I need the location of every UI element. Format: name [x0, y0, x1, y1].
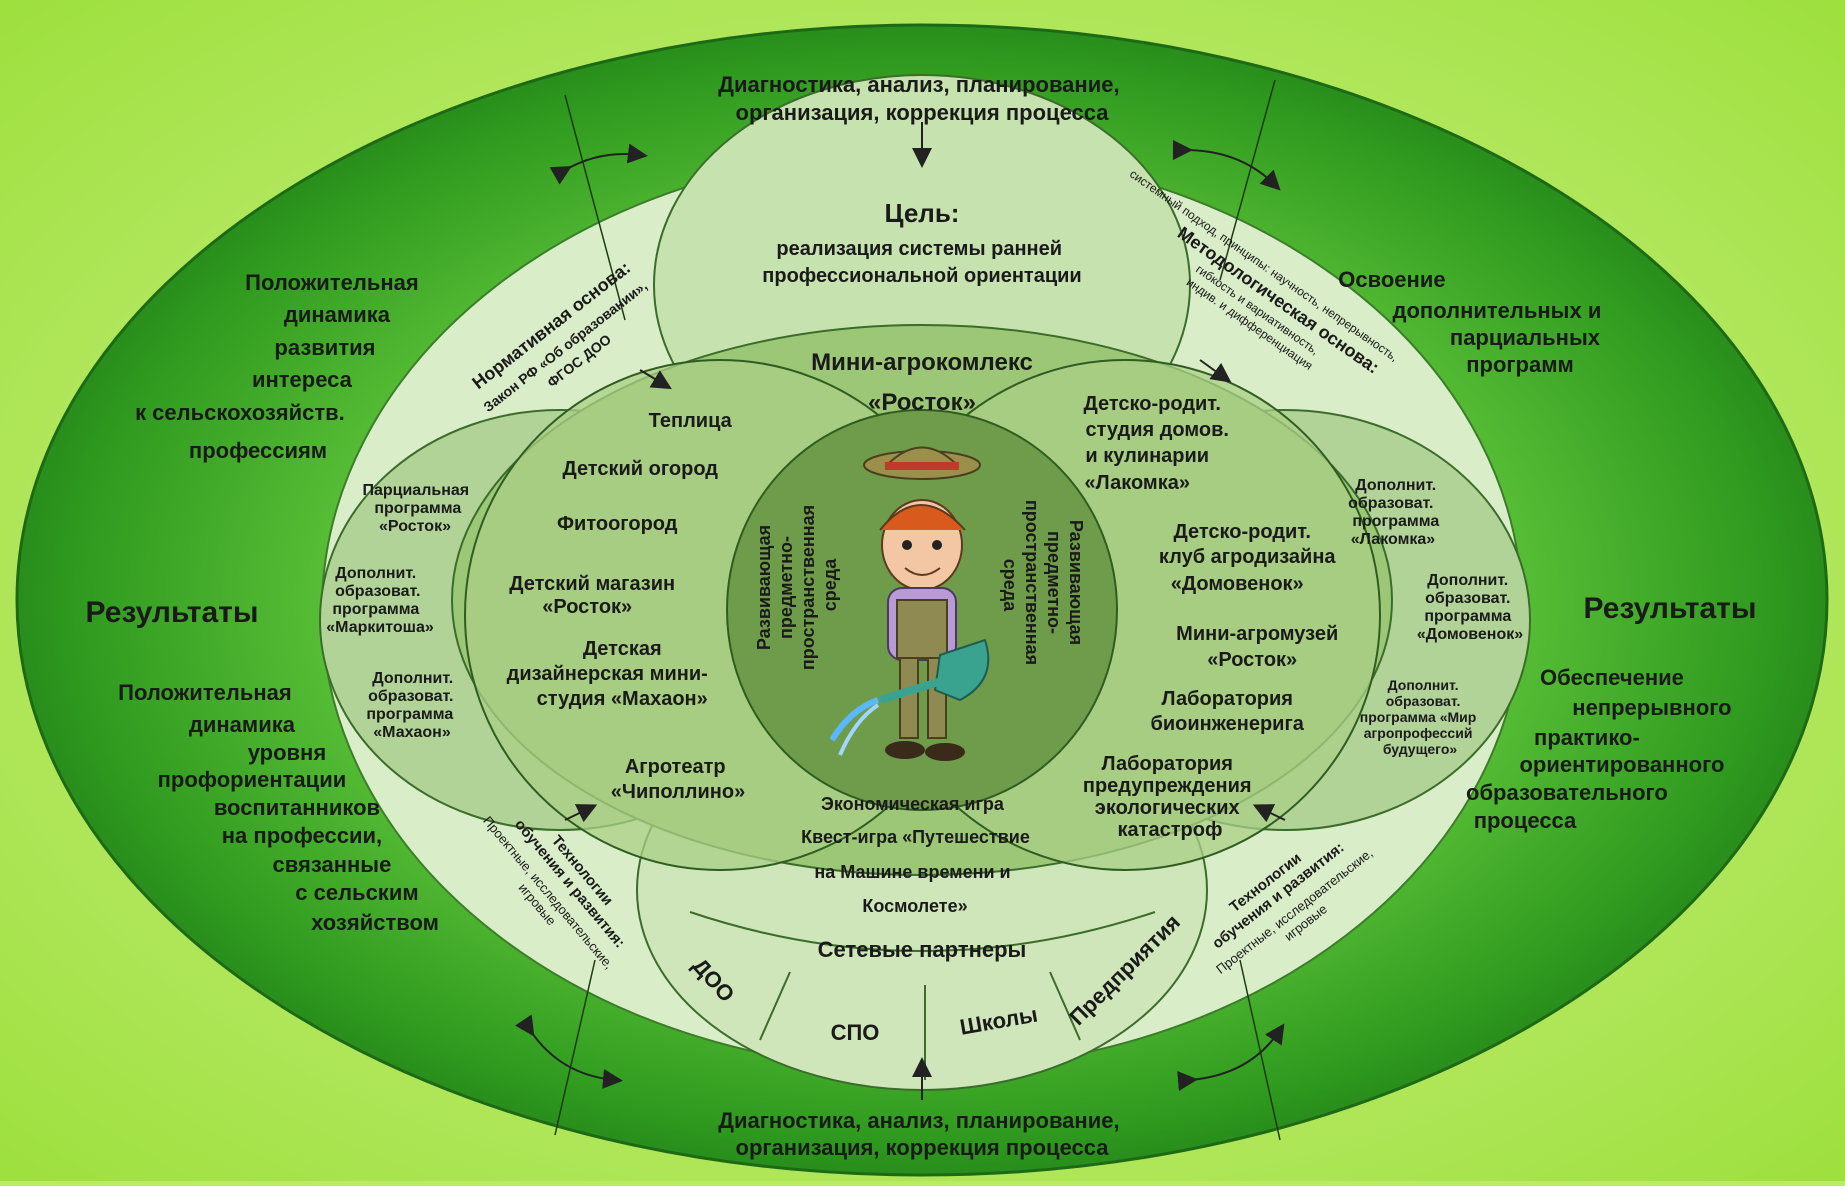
right-results-title: Результаты	[1584, 592, 1757, 625]
right-program-2: Дополнит. образоват. программа «Домовено…	[1417, 572, 1523, 643]
top-process-text: Диагностика, анализ, планирование, орган…	[718, 72, 1125, 125]
games-text: Экономическая игра Квест-игра «Путешеств…	[801, 794, 1035, 916]
partners-sep-1	[759, 971, 791, 1041]
gardener-illustration	[829, 446, 990, 761]
partners-title: Сетевые партнеры	[818, 937, 1027, 962]
partner-spo: СПО	[831, 1020, 880, 1045]
left-program-1: Парциальная программа «Росток»	[362, 482, 473, 535]
complex-title: Мини-агрокомлекс	[811, 349, 1033, 376]
partners-divider	[689, 911, 1156, 952]
divider-line-tl	[564, 94, 626, 321]
left-program-2: Дополнит. образоват. программа «Маркитош…	[326, 565, 434, 636]
arrow-method	[1199, 359, 1232, 383]
curved-arrow-br	[1177, 1023, 1285, 1091]
env-left-block: Развивающая предметно- пространственная …	[754, 500, 840, 670]
left-items: Теплица Детский огород Фитоогород Детски…	[507, 410, 746, 803]
curved-arrow-bl	[515, 1014, 623, 1089]
right-program-1: Дополнит. образоват. программа «Лакомка»	[1348, 477, 1444, 548]
goal-title: Цель:	[885, 198, 960, 228]
arrow-tech-left	[564, 804, 598, 823]
right-results-lower: Обеспечение непрерывного практико- ориен…	[1466, 665, 1738, 833]
left-program-3: Дополнит. образоват. программа «Махаон»	[366, 670, 458, 741]
arrow-tech-right	[1252, 804, 1286, 823]
left-results-title: Результаты	[86, 596, 259, 629]
right-program-3: Дополнит. образоват. программа «Мир агро…	[1360, 677, 1480, 757]
env-left-text: Развивающая предметно- пространственная …	[754, 500, 840, 670]
curved-arrow-tl	[549, 143, 648, 185]
goal-text: реализация системы ранней профессиональн…	[762, 238, 1081, 287]
env-right-text: Развивающая предметно- пространственная …	[1000, 500, 1086, 670]
complex-name: «Росток»	[868, 389, 976, 416]
right-items: Детско-родит. студия домов. и кулинарии …	[1083, 393, 1344, 841]
partners-sep-3	[1049, 971, 1081, 1041]
arrow-normative	[639, 369, 672, 390]
right-results-upper: Освоение дополнительных и парциальных пр…	[1338, 267, 1607, 377]
left-results-upper: Положительная динамика развития интереса…	[135, 270, 425, 463]
env-right-block: Развивающая предметно- пространственная …	[1000, 500, 1086, 670]
curved-arrow-tr	[1172, 139, 1281, 191]
left-results-lower: Положительная динамика уровня профориент…	[118, 680, 439, 935]
bottom-process-text: Диагностика, анализ, планирование, орган…	[718, 1108, 1125, 1160]
